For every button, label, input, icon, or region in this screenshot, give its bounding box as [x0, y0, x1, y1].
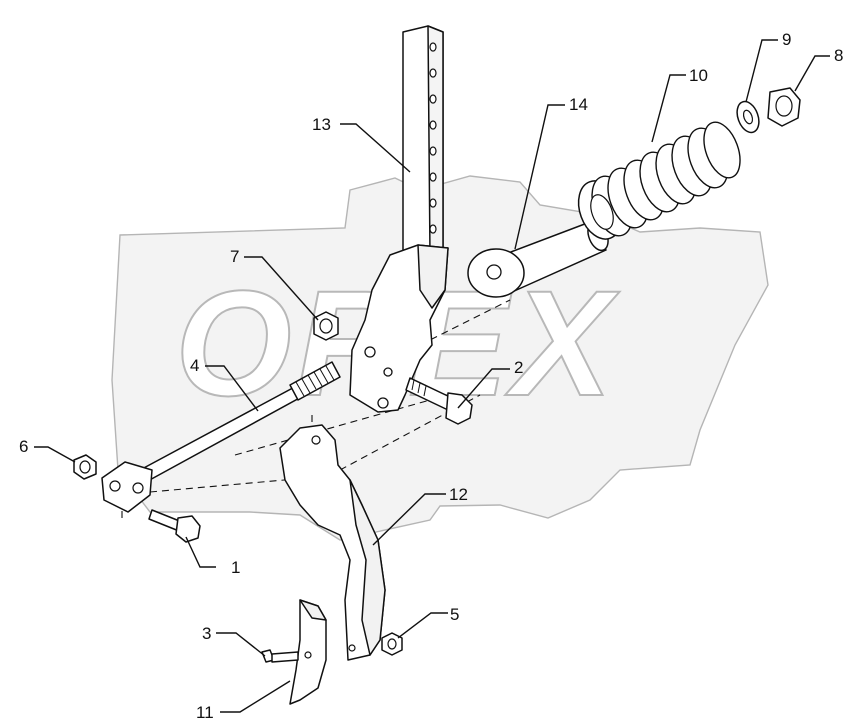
callout-1: 1	[231, 558, 240, 577]
part-6-nut	[73, 454, 97, 480]
callout-3: 3	[202, 624, 211, 643]
callout-labels: 1 2 3 4 5 6 7 8 9 10 11 12 13 14	[19, 30, 843, 722]
part-8-nut	[767, 87, 801, 127]
lower-hole	[377, 397, 389, 409]
leader-2	[457, 368, 510, 409]
leader-1	[185, 536, 216, 568]
leader-3	[216, 632, 266, 657]
callout-13: 13	[312, 115, 331, 134]
leader-lines	[34, 39, 830, 713]
leader-9	[745, 39, 778, 103]
leader-12	[372, 493, 446, 546]
callout-8: 8	[834, 46, 843, 65]
callout-11: 11	[196, 703, 214, 722]
leader-8	[794, 55, 830, 92]
leader-10	[651, 74, 686, 143]
leader-5	[397, 612, 448, 639]
leader-7	[244, 256, 319, 321]
part-9-washer	[736, 100, 760, 134]
callout-2: 2	[514, 358, 523, 377]
leader-4	[205, 365, 259, 412]
bolt-hole	[383, 367, 393, 377]
callout-4: 4	[190, 356, 199, 375]
part-4-threaded-rod	[101, 361, 341, 513]
part-1-bolt	[148, 509, 201, 543]
leader-14	[514, 104, 565, 250]
callout-6: 6	[19, 437, 28, 456]
pivot-hole	[364, 346, 376, 358]
leader-6	[34, 446, 76, 463]
callout-5: 5	[450, 605, 459, 624]
callout-10: 10	[689, 66, 708, 85]
part-5-nut	[381, 632, 403, 656]
leader-11	[220, 680, 291, 713]
callout-12: 12	[449, 485, 468, 504]
part-7-nut	[313, 311, 339, 341]
part-10-coil-spring	[577, 121, 741, 240]
leader-13	[340, 123, 411, 173]
part-3-bolt	[261, 649, 299, 663]
part-2-bolt	[405, 377, 473, 425]
callout-14: 14	[569, 95, 588, 114]
part-13-perforated-bar	[349, 25, 449, 413]
part-12-shank-arm	[279, 424, 386, 661]
callout-7: 7	[230, 247, 239, 266]
callout-9: 9	[782, 30, 791, 49]
